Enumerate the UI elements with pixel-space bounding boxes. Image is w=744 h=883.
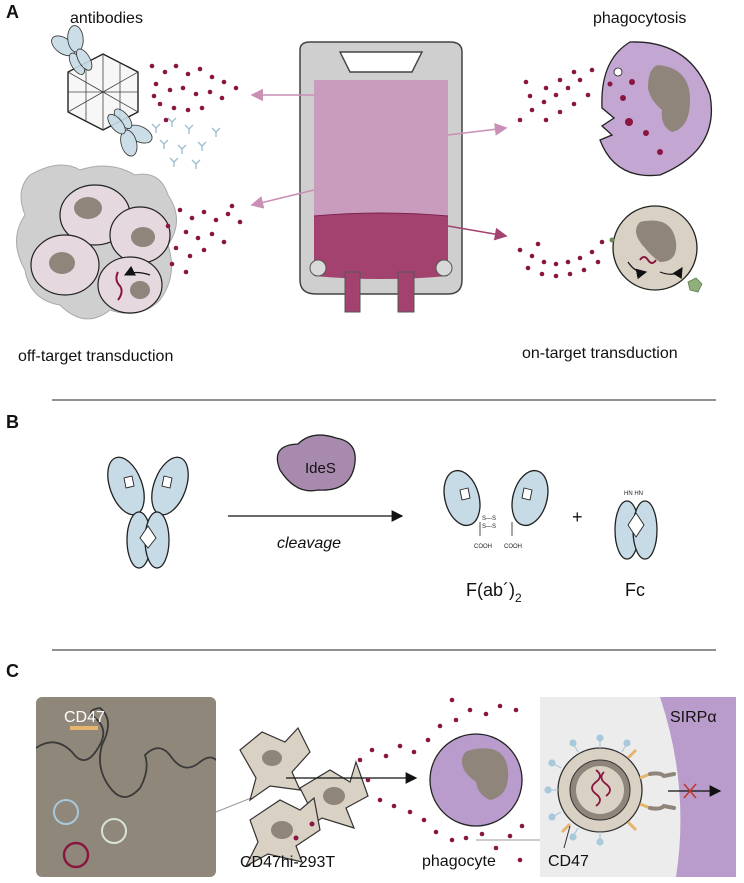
virus-particles-antibody bbox=[149, 63, 239, 123]
svg-text:S—S: S—S bbox=[482, 516, 496, 522]
arrow-to-offtarget bbox=[250, 189, 315, 209]
svg-text:HN HN: HN HN bbox=[624, 491, 643, 497]
cd47hi-293t-cells bbox=[239, 726, 369, 868]
arrow-to-ontarget bbox=[447, 225, 508, 241]
off-target-cell-cluster bbox=[16, 164, 177, 320]
sirpa-interaction-panel: SIRPα CD47 bbox=[540, 697, 736, 877]
fc-fragment: HN HN bbox=[614, 491, 658, 560]
callout-micro bbox=[215, 795, 257, 813]
label-fab2-subscript: 2 bbox=[515, 591, 522, 605]
label-plus: + bbox=[572, 507, 583, 527]
panel-letter-c: C bbox=[6, 661, 19, 681]
panel-letter-a: A bbox=[6, 2, 19, 22]
label-phagocyte: phagocyte bbox=[422, 853, 496, 870]
on-target-cell bbox=[609, 205, 703, 293]
svg-text:S—S: S—S bbox=[482, 524, 496, 530]
panel-letter-b: B bbox=[6, 412, 19, 432]
label-fc: Fc bbox=[625, 580, 645, 600]
label-ides: IdeS bbox=[305, 460, 336, 477]
label-phagocytosis: phagocytosis bbox=[593, 10, 686, 27]
svg-text:COOH: COOH bbox=[474, 544, 492, 550]
blood-bag bbox=[299, 41, 463, 313]
label-cleavage: cleavage bbox=[277, 535, 341, 552]
arrow-to-phagocytosis bbox=[447, 122, 508, 136]
virus-with-antibodies bbox=[44, 18, 160, 164]
label-cd47-receptor: CD47 bbox=[548, 853, 589, 870]
phagocyte-cell-a bbox=[599, 41, 712, 177]
virus-particles-c bbox=[357, 697, 525, 863]
label-sirpa: SIRPα bbox=[670, 709, 717, 726]
label-cd47-micro: CD47 bbox=[64, 709, 105, 726]
label-off-target: off-target transduction bbox=[18, 348, 173, 365]
svg-text:COOH: COOH bbox=[504, 544, 522, 550]
label-fab2: F(ab´)2 bbox=[466, 580, 522, 605]
antibody-igg bbox=[107, 456, 189, 569]
ides-enzyme: IdeS bbox=[276, 434, 356, 492]
free-antibodies bbox=[151, 117, 221, 169]
virus-particles-phagocytosis bbox=[517, 67, 595, 123]
phagocyte-cell-c bbox=[429, 733, 523, 827]
label-cd47hi-293t: CD47hi-293T bbox=[240, 854, 335, 871]
virus-particles-offtarget bbox=[165, 203, 243, 275]
virus-particles-ontarget bbox=[517, 239, 605, 279]
label-fab2-main: F(ab´) bbox=[466, 580, 515, 600]
microscopy-panel: CD47 bbox=[36, 697, 216, 877]
label-antibodies: antibodies bbox=[70, 10, 143, 27]
label-on-target: on-target transduction bbox=[522, 345, 678, 362]
fab2-fragment: S—S S—S COOH COOH bbox=[443, 469, 549, 550]
